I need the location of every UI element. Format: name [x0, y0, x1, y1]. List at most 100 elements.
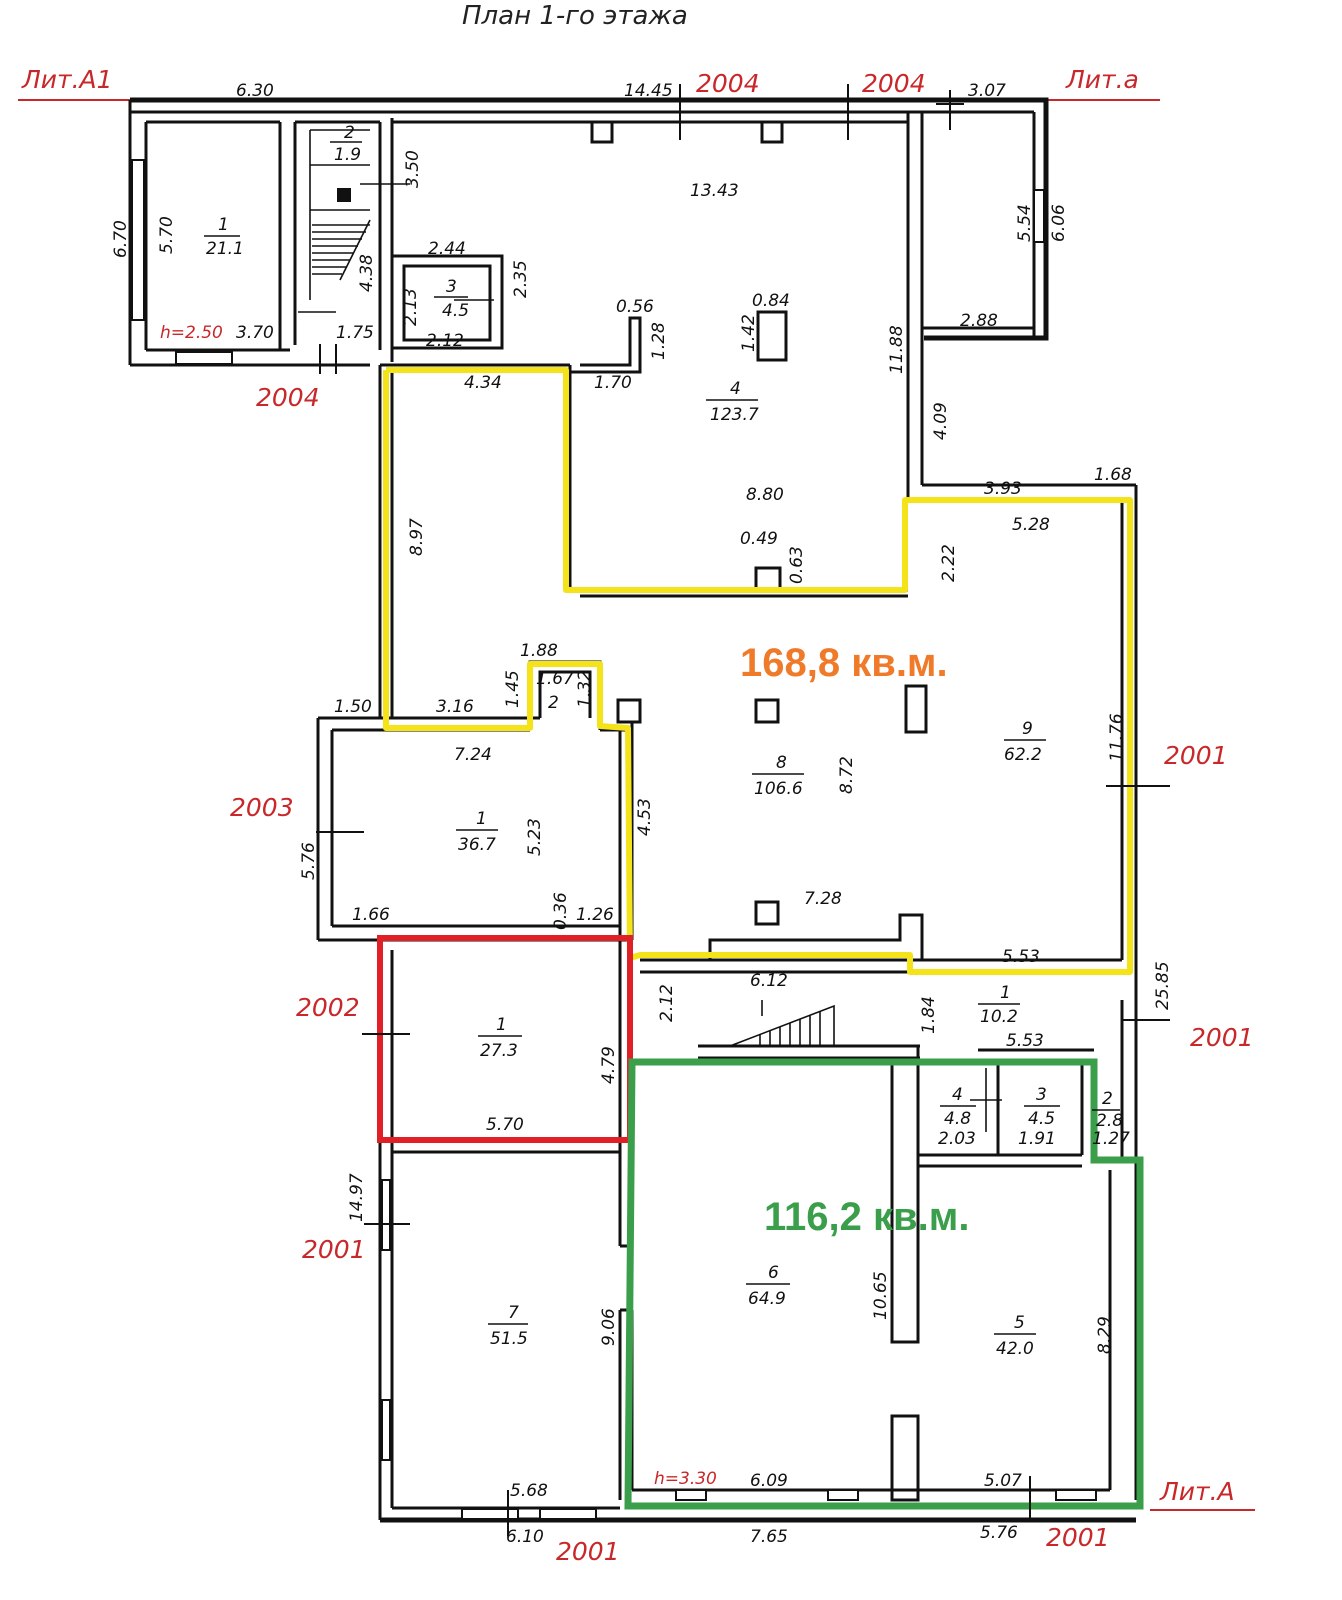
- room-num: 8: [776, 753, 787, 773]
- area-label-green: 116,2 кв.м.: [764, 1195, 969, 1239]
- svg-text:1.66: 1.66: [352, 905, 390, 925]
- column-3: [754, 698, 780, 724]
- svg-text:1.84: 1.84: [919, 996, 939, 1034]
- svg-text:2004: 2004: [696, 69, 760, 98]
- room-area: 62.2: [1004, 745, 1042, 765]
- svg-text:1.67: 1.67: [536, 669, 574, 689]
- room-num: 1: [218, 215, 229, 235]
- svg-text:5.07: 5.07: [984, 1471, 1022, 1491]
- svg-text:5.53: 5.53: [1006, 1031, 1044, 1051]
- svg-text:3.50: 3.50: [403, 150, 423, 188]
- svg-text:6.12: 6.12: [750, 971, 788, 991]
- svg-text:2001: 2001: [1046, 1523, 1110, 1552]
- room-area: 4.5: [442, 301, 469, 321]
- window-4: [381, 1179, 391, 1251]
- svg-text:2001: 2001: [1164, 741, 1228, 770]
- svg-text:2.88: 2.88: [960, 311, 998, 331]
- svg-text:1.70: 1.70: [594, 373, 632, 393]
- svg-text:11.88: 11.88: [887, 325, 907, 374]
- room-area: 10.2: [980, 1007, 1018, 1027]
- svg-text:8.80: 8.80: [746, 485, 784, 505]
- ceiling-height-1: h=2.50: [160, 323, 223, 343]
- room-num: 3: [446, 277, 457, 297]
- lit-a1-label: Лит.А1: [21, 65, 113, 94]
- svg-text:2.12: 2.12: [657, 984, 677, 1022]
- area-label-orange: 168,8 кв.м.: [740, 641, 948, 685]
- svg-text:5.54: 5.54: [1015, 204, 1035, 242]
- svg-text:6.10: 6.10: [506, 1527, 544, 1547]
- ceiling-height-2: h=3.30: [654, 1469, 717, 1489]
- svg-text:2004: 2004: [862, 69, 926, 98]
- svg-text:4.09: 4.09: [931, 402, 951, 440]
- reference-codes: 2004 2004 2004 2003 2002 2001 2001 2001 …: [230, 69, 1254, 1566]
- svg-text:11.76: 11.76: [1107, 713, 1127, 762]
- svg-text:1.26: 1.26: [576, 905, 614, 925]
- room-area: 1.9: [334, 145, 361, 165]
- window-1: [131, 159, 145, 321]
- svg-text:4.34: 4.34: [464, 373, 502, 393]
- svg-text:5.76: 5.76: [980, 1523, 1018, 1543]
- room-area: 64.9: [748, 1289, 786, 1309]
- svg-text:1.50: 1.50: [334, 697, 372, 717]
- svg-text:5.68: 5.68: [510, 1481, 548, 1501]
- svg-text:0.84: 0.84: [752, 291, 790, 311]
- svg-text:3.70: 3.70: [236, 323, 274, 343]
- svg-text:2003: 2003: [230, 793, 294, 822]
- svg-text:1.88: 1.88: [520, 641, 558, 661]
- room-num: 4: [952, 1085, 963, 1105]
- svg-text:2.35: 2.35: [511, 260, 531, 298]
- svg-text:2.12: 2.12: [426, 331, 464, 351]
- room-area: 42.0: [996, 1339, 1034, 1359]
- svg-text:5.28: 5.28: [1012, 515, 1050, 535]
- window-9: [827, 1489, 859, 1501]
- svg-text:10.65: 10.65: [871, 1271, 891, 1320]
- svg-text:5.53: 5.53: [1002, 947, 1040, 967]
- svg-text:5.70: 5.70: [157, 216, 177, 254]
- svg-text:6.06: 6.06: [1049, 204, 1069, 242]
- svg-text:0.36: 0.36: [551, 892, 571, 930]
- room-area: 123.7: [710, 405, 759, 425]
- column-5: [754, 900, 780, 926]
- room-num: 9: [1022, 719, 1033, 739]
- svg-text:3.16: 3.16: [436, 697, 474, 717]
- svg-text:0.56: 0.56: [616, 297, 654, 317]
- yellow-zone-outline: [383, 367, 1133, 975]
- svg-text:3.07: 3.07: [968, 81, 1006, 101]
- svg-text:8.97: 8.97: [407, 518, 427, 556]
- window-2: [175, 351, 233, 365]
- room-num: 2: [548, 693, 559, 713]
- svg-text:2.13: 2.13: [401, 288, 421, 326]
- room-num: 3: [1036, 1085, 1047, 1105]
- svg-text:3.93: 3.93: [984, 479, 1022, 499]
- window-3: [1033, 189, 1045, 243]
- svg-text:2001: 2001: [302, 1235, 366, 1264]
- svg-text:1.28: 1.28: [649, 322, 669, 360]
- window-10: [1055, 1489, 1097, 1501]
- room-area: 36.7: [458, 835, 496, 855]
- svg-text:1.32: 1.32: [575, 670, 595, 708]
- window-5: [381, 1399, 391, 1461]
- svg-text:0.49: 0.49: [740, 529, 778, 549]
- column-4: [904, 684, 928, 734]
- room-area: 2.8: [1096, 1111, 1123, 1131]
- svg-text:2004: 2004: [256, 383, 320, 412]
- lit-a-label: Лит.А: [1159, 1477, 1235, 1506]
- room-num: 4: [730, 379, 741, 399]
- room-area: 4.8: [944, 1109, 971, 1129]
- svg-text:2.22: 2.22: [939, 544, 959, 582]
- window-8: [675, 1489, 707, 1501]
- vent-icon: [337, 188, 351, 202]
- green-zone-outline: [624, 1058, 1144, 1510]
- room-area: 27.3: [480, 1041, 518, 1061]
- room-area: 21.1: [206, 239, 244, 259]
- dimension-ticks: [298, 183, 1002, 1132]
- svg-text:13.43: 13.43: [690, 181, 739, 201]
- svg-text:25.85: 25.85: [1153, 961, 1173, 1010]
- room-num: 2: [1102, 1089, 1113, 1109]
- room-num: 1: [496, 1015, 507, 1035]
- svg-text:6.70: 6.70: [111, 220, 131, 258]
- svg-text:5.76: 5.76: [299, 842, 319, 880]
- svg-text:2001: 2001: [1190, 1023, 1254, 1052]
- svg-text:1.42: 1.42: [739, 314, 759, 352]
